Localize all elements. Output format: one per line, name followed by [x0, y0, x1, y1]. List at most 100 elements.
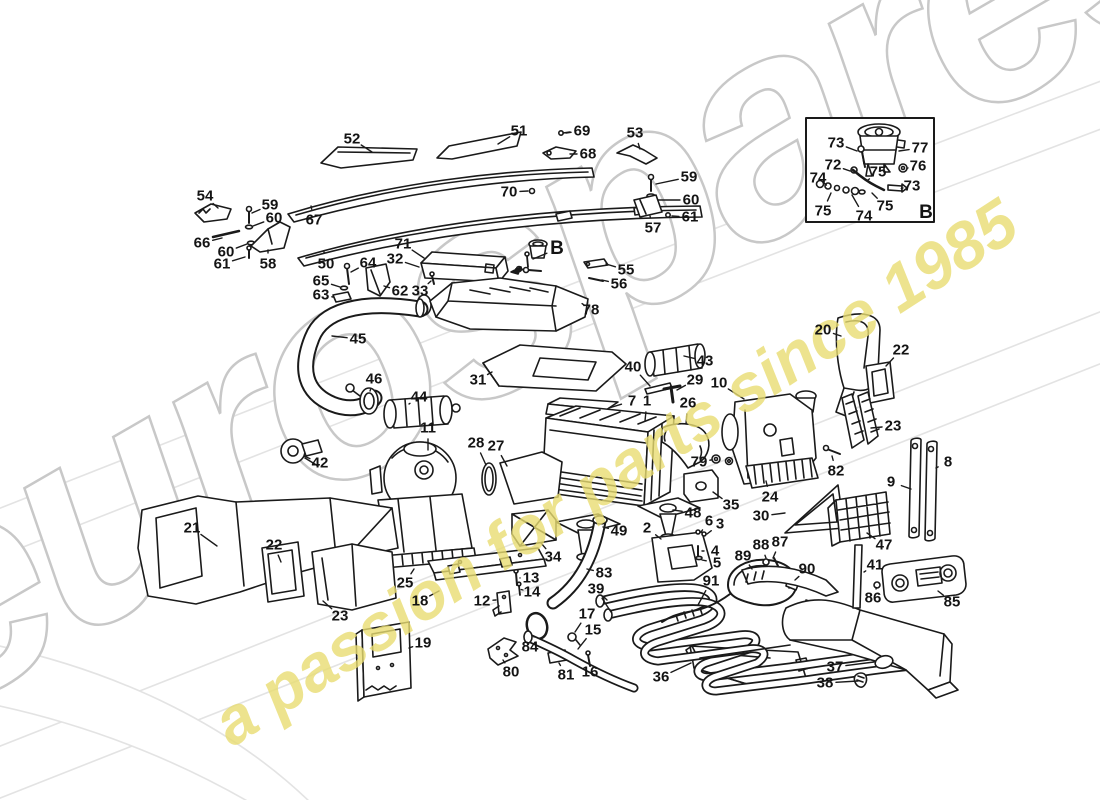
leader-line [200, 533, 218, 547]
leader-line [235, 243, 248, 249]
leader-line [639, 374, 651, 387]
leader-line [383, 285, 391, 289]
leader-line [748, 564, 753, 570]
leader-line [700, 529, 704, 533]
rail-18-25 [427, 547, 547, 581]
leader-line [727, 388, 745, 400]
leader-line [685, 413, 688, 425]
console-37-38 [699, 565, 959, 699]
cover-31 [482, 344, 627, 392]
heater-assembly [532, 397, 675, 507]
pipe-15-clips [523, 630, 639, 693]
leader-line [831, 455, 834, 462]
leader-line [581, 302, 585, 306]
leader-line [900, 484, 912, 490]
leader-line [608, 403, 623, 409]
leader-line [479, 452, 487, 466]
leader-line [851, 194, 860, 208]
leader-line [577, 637, 587, 650]
leader-line [322, 600, 333, 610]
leader-line [871, 192, 878, 199]
leader-line [603, 596, 608, 601]
heater-valve-b [510, 239, 548, 275]
leader-line [866, 532, 876, 540]
leader-line [574, 622, 582, 633]
leader-line [429, 590, 440, 597]
leader-line [867, 178, 871, 181]
leader-lines [200, 131, 945, 684]
leader-line [765, 480, 769, 488]
leader-line [565, 131, 572, 134]
leader-line [497, 136, 511, 145]
plate-19 [355, 621, 412, 702]
leader-line [845, 146, 858, 152]
leader-line [558, 662, 562, 667]
leader-line [331, 335, 348, 339]
leader-line [764, 554, 767, 559]
vent-85 [881, 555, 967, 603]
leader-line [251, 208, 261, 214]
leader-line [832, 332, 842, 337]
fasteners-right [583, 173, 671, 282]
hose-45 [297, 297, 429, 417]
leader-line [697, 589, 707, 606]
leader-line [502, 659, 506, 664]
left-ducts-21-23 [137, 495, 399, 611]
leader-line [605, 263, 617, 268]
leader-line [500, 454, 508, 467]
demister-ducts-right [835, 313, 895, 449]
leader-line [706, 530, 712, 535]
leader-line [360, 144, 373, 153]
inset-box-b [805, 117, 935, 223]
leader-line [601, 597, 612, 613]
plate-2-and-fixings [651, 529, 713, 583]
leader-line [330, 283, 341, 288]
leader-line [885, 357, 895, 367]
leader-line [683, 355, 695, 360]
duct-26 [661, 422, 710, 469]
leader-line [863, 570, 867, 573]
leader-line [408, 402, 411, 405]
leader-line [427, 280, 432, 285]
leader-line [670, 662, 692, 674]
leader-line [870, 426, 883, 429]
leader-line [350, 267, 359, 273]
leader-line [410, 568, 415, 575]
leader-line [898, 148, 910, 152]
top-strips [320, 130, 658, 169]
leader-line [211, 237, 223, 242]
leader-line [644, 411, 647, 422]
leader-line [826, 192, 832, 202]
leader-line [672, 509, 683, 513]
leader-line [252, 221, 265, 227]
leader-line [231, 256, 246, 262]
leader-line [794, 575, 800, 581]
leader-line [712, 491, 723, 500]
leader-line [411, 249, 425, 259]
leader-line [937, 590, 945, 596]
leader-line [310, 205, 313, 210]
leader-line [637, 142, 641, 150]
leader-line [408, 645, 414, 649]
hose-83-oring-84 [525, 514, 608, 641]
leader-line [540, 542, 547, 550]
servo-42 [280, 438, 323, 467]
wedge-bracket-62 [332, 262, 391, 303]
vent-44 [383, 395, 461, 429]
leader-line [601, 279, 609, 283]
blower-11 [369, 441, 563, 569]
leader-line [772, 551, 777, 559]
leader-line [935, 466, 939, 469]
leader-line [823, 182, 828, 186]
leader-line [404, 261, 420, 268]
leader-line [532, 252, 548, 260]
leader-line [842, 167, 851, 172]
leader-line [835, 680, 859, 684]
leader-line [654, 534, 662, 540]
leader-line [602, 526, 610, 530]
leader-line [212, 202, 219, 209]
straps-8-9 [908, 437, 938, 542]
leader-line [845, 661, 875, 667]
